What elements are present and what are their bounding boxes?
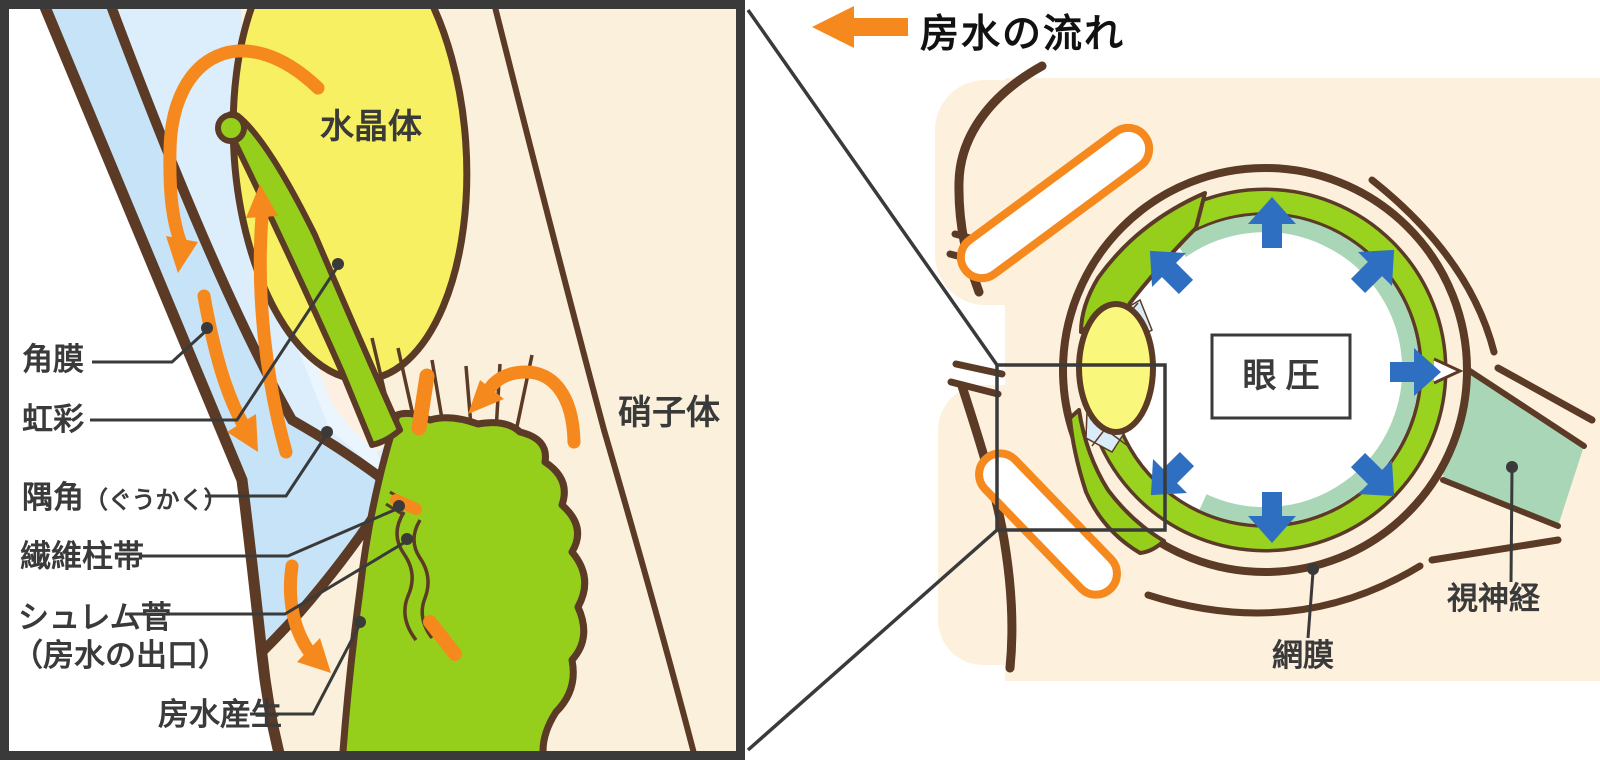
label-angle-kana: （ぐうかく） bbox=[84, 487, 228, 514]
label-aqueous-production: 房水産生 bbox=[158, 697, 282, 732]
label-angle: 隅角（ぐうかく） bbox=[22, 480, 228, 515]
face-outline bbox=[946, 61, 1154, 673]
aqueous-flow-arrows bbox=[163, 44, 581, 661]
lower-eyelashes bbox=[947, 360, 1006, 398]
aqueous-flow-arrowheads bbox=[166, 184, 504, 673]
cornea-band bbox=[45, 9, 395, 655]
right-panel-pointers bbox=[1306, 469, 1514, 639]
magnifier-link bbox=[746, 8, 1167, 752]
lower-eyelid bbox=[975, 449, 1121, 599]
label-cornea: 角膜 bbox=[22, 342, 84, 377]
label-schlemm-canal-note: （房水の出口） bbox=[12, 638, 229, 673]
label-intraocular-pressure: 眼圧 bbox=[1242, 356, 1329, 395]
vitreous-boundary-line bbox=[492, 9, 697, 751]
retina-pointer-dot bbox=[1307, 563, 1319, 575]
whole-eye-panel bbox=[935, 61, 1600, 681]
label-retina: 網膜 bbox=[1272, 638, 1334, 673]
label-schlemm-canal: シュレム菅 bbox=[18, 600, 172, 635]
label-trabecular-meshwork: 繊維柱帯 bbox=[20, 539, 144, 574]
label-vitreous: 硝子体 bbox=[618, 394, 720, 432]
upper-eyelid bbox=[956, 123, 1154, 283]
left-panel-pointers bbox=[90, 265, 408, 716]
magnified-region-box bbox=[995, 363, 1167, 532]
ciliary-body-lower bbox=[1068, 408, 1166, 555]
orbit-outline bbox=[1144, 176, 1596, 617]
left-panel-pointer-dots bbox=[201, 258, 413, 628]
iop-box bbox=[1210, 333, 1352, 420]
label-iris: 虹彩 bbox=[22, 402, 84, 437]
flow-direction-arrow-icon bbox=[812, 6, 908, 48]
flow-legend-title: 房水の流れ bbox=[920, 13, 1126, 56]
optic-disc-notch bbox=[1434, 359, 1460, 383]
inner-cornea-line bbox=[106, 9, 400, 656]
angle-detail-panel bbox=[0, 0, 745, 760]
cheek-line bbox=[957, 381, 1017, 673]
outer-wall-line bbox=[39, 9, 285, 751]
label-optic-nerve: 視神経 bbox=[1447, 581, 1540, 616]
optic-nerve-pointer-dot bbox=[1506, 461, 1518, 473]
label-lens: 水晶体 bbox=[320, 108, 422, 146]
iris-strip bbox=[215, 111, 403, 448]
lens-right bbox=[1076, 301, 1156, 435]
